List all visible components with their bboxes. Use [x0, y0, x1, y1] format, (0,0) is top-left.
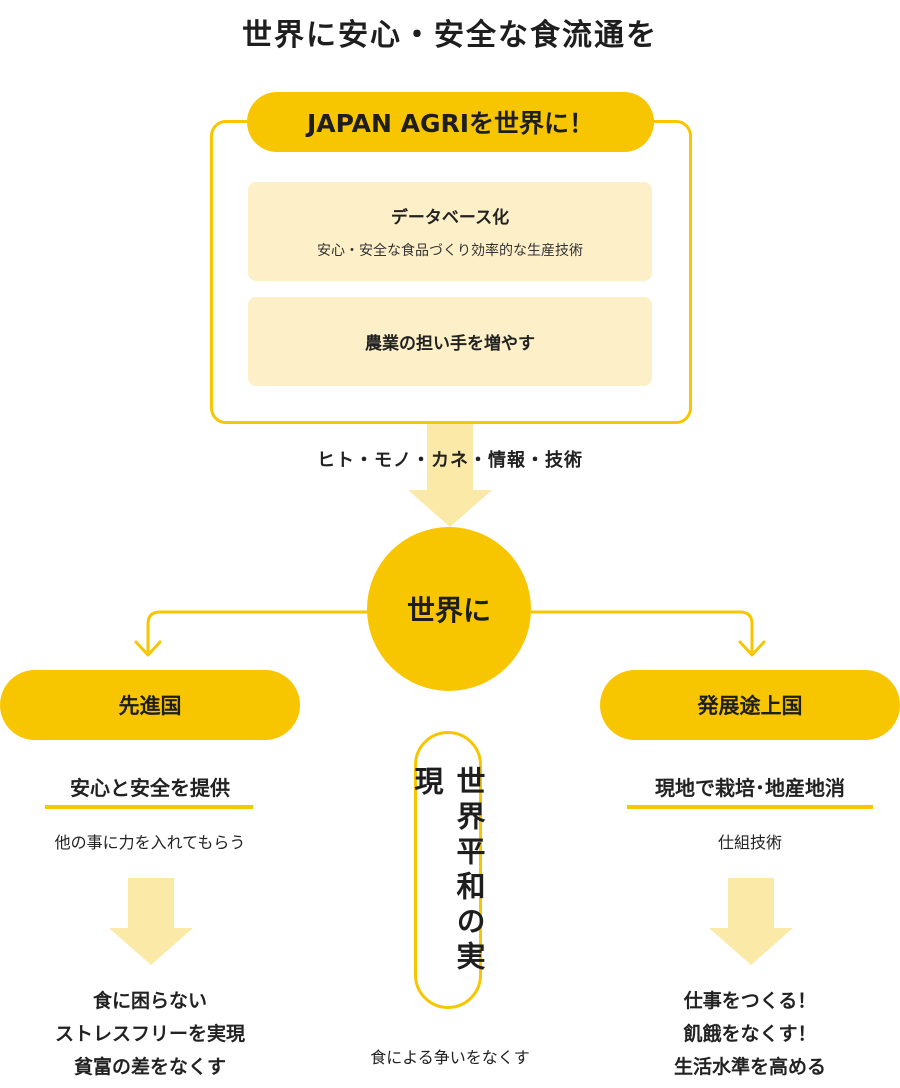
developing-countries-label: 発展途上国 — [697, 694, 803, 718]
down-arrow-right — [709, 878, 793, 965]
flow-label: ヒト・モノ・カネ・情報・技術 — [317, 450, 583, 471]
branch-left-connector — [146, 610, 368, 652]
farmers-box: 農業の担い手を増やす — [248, 297, 652, 386]
developed-heading: 安心と安全を提供 — [70, 776, 230, 800]
developed-result-item: ストレスフリーを実現 — [54, 1023, 245, 1045]
farmers-box-title: 農業の担い手を増やす — [365, 334, 535, 354]
developing-result-item: 仕事をつくる！ — [683, 990, 817, 1012]
developed-subtitle: 他の事に力を入れてもらう — [54, 833, 246, 852]
developing-heading: 現地で栽培･地産地消 — [655, 776, 845, 800]
developed-countries-pill: 先進国 — [0, 670, 300, 740]
database-box-subtitle: 安心・安全な食品づくり効率的な生産技術 — [317, 243, 583, 259]
developed-results: 食に困らない ストレスフリーを実現 貧富の差をなくす — [0, 985, 300, 1084]
world-node: 世界に — [367, 527, 531, 691]
down-arrow-main — [408, 418, 492, 527]
down-arrow-left — [109, 878, 193, 965]
japan-agri-pill: JAPAN AGRIを世界に！ — [247, 92, 654, 152]
developed-heading-underline — [45, 805, 253, 809]
branch-right-arrowhead — [738, 640, 766, 657]
database-box: データベース化 安心・安全な食品づくり効率的な生産技術 — [248, 182, 652, 281]
developing-result-item: 飢餓をなくす！ — [683, 1023, 817, 1045]
developed-result-item: 貧富の差をなくす — [73, 1056, 226, 1078]
page-title: 世界に安心・安全な食流通を — [242, 18, 658, 53]
developing-result-item: 生活水準を高める — [673, 1056, 826, 1078]
developing-heading-underline — [627, 805, 873, 809]
world-peace-subtitle: 食による争いをなくす — [370, 1048, 530, 1067]
world-peace-pill: 世界平和の実現 — [410, 731, 486, 1009]
world-node-label: 世界に — [406, 594, 491, 627]
developed-countries-label: 先進国 — [118, 694, 182, 718]
developing-subtitle: 仕組技術 — [717, 833, 782, 852]
developing-countries-pill: 発展途上国 — [600, 670, 900, 740]
branch-right-connector — [531, 610, 754, 652]
developing-results: 仕事をつくる！ 飢餓をなくす！ 生活水準を高める — [600, 985, 900, 1084]
database-box-title: データベース化 — [390, 208, 510, 228]
developed-result-item: 食に困らない — [92, 990, 207, 1012]
branch-left-arrowhead — [134, 640, 162, 657]
world-peace-label: 世界平和の実現 — [410, 766, 486, 976]
